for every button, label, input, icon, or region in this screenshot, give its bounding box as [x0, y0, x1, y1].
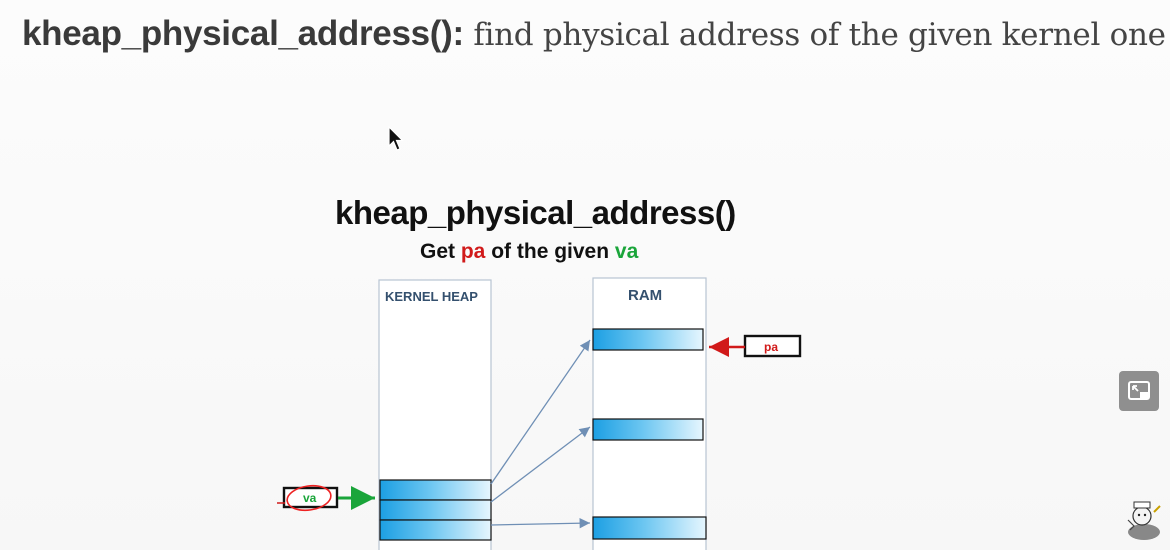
- mapping-arrow: [490, 518, 591, 529]
- va-box-label: va: [303, 491, 317, 505]
- picture-in-picture-button[interactable]: [1119, 371, 1159, 411]
- ram-block: [592, 516, 707, 540]
- diagram-subtitle: Get pa of the given va: [420, 240, 638, 264]
- channel-mascot-icon: [1127, 501, 1161, 540]
- subtitle-get: Get: [420, 240, 456, 263]
- ram-block: [592, 418, 704, 441]
- subtitle-pa: pa: [460, 240, 486, 263]
- mouse-pointer-icon: [388, 126, 404, 151]
- kernel-heap-block: [379, 499, 492, 521]
- va-box: [282, 486, 339, 509]
- kernel-heap-label: KERNEL HEAP: [385, 289, 478, 304]
- ram-column: [592, 277, 707, 550]
- kernel-heap-block: [379, 519, 492, 541]
- kernel-heap-block: [379, 479, 492, 501]
- mapping-arrow: [490, 339, 591, 485]
- subtitle-mid: of the given: [491, 240, 610, 263]
- ram-block: [592, 328, 704, 351]
- heading-description: find physical address of the given kerne…: [473, 17, 1166, 53]
- mapping-arrow: [490, 426, 591, 503]
- pa-box-label: pa: [764, 340, 778, 354]
- slide-heading: kheap_physical_address(): find physical …: [22, 14, 1166, 54]
- heading-function-name: kheap_physical_address():: [22, 14, 464, 53]
- ram-label: RAM: [628, 287, 663, 304]
- va-circle-annotation: [286, 484, 332, 512]
- diagram-title: kheap_physical_address(): [335, 194, 736, 231]
- picture-in-picture-icon: [1128, 381, 1150, 400]
- subtitle-va: va: [614, 240, 639, 263]
